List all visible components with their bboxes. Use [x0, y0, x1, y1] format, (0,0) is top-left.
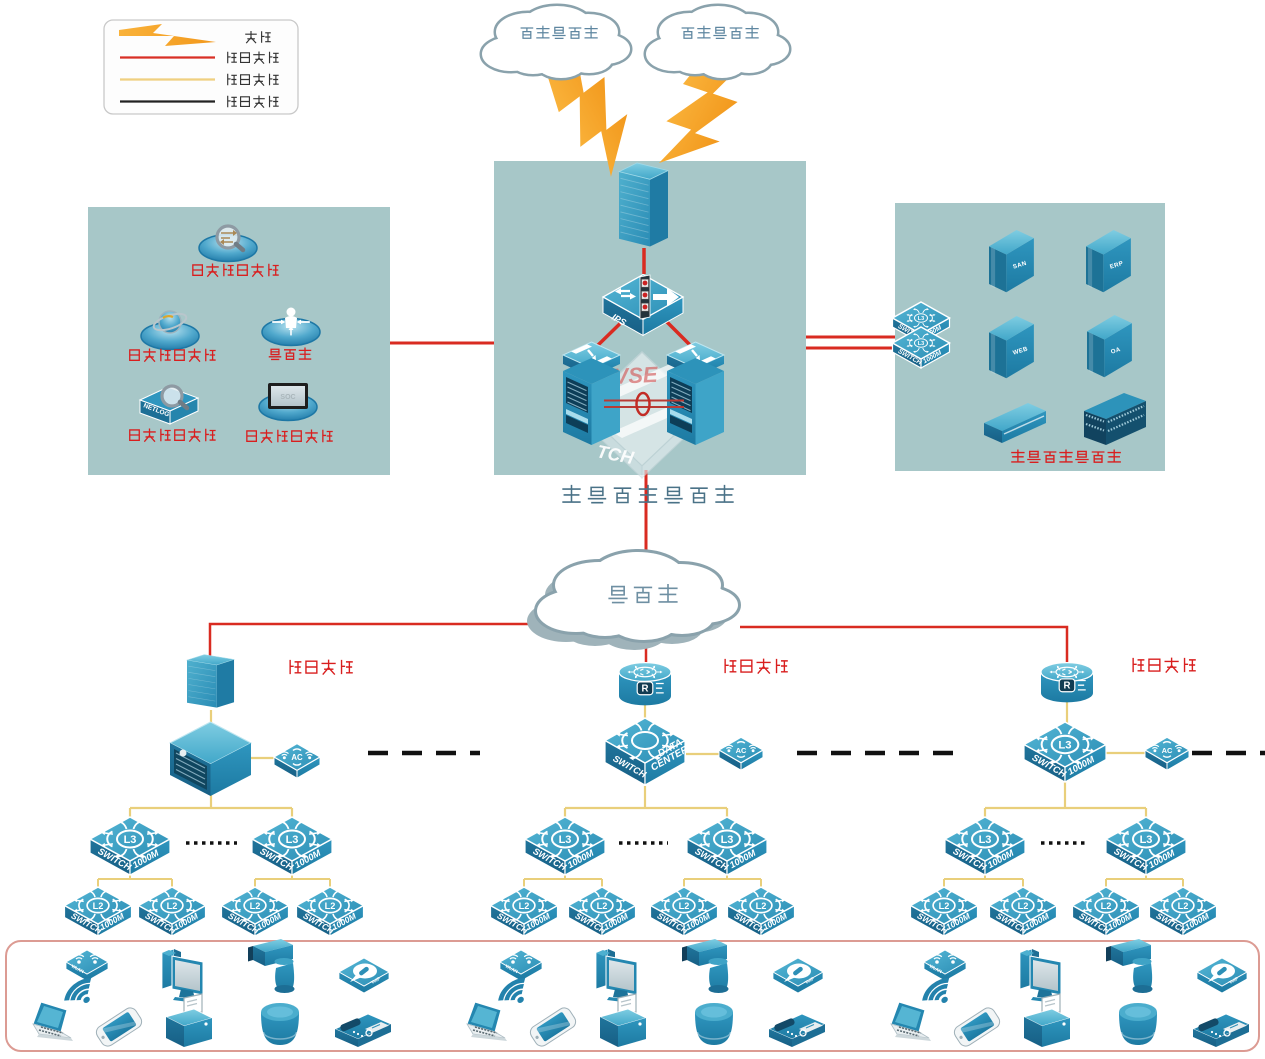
svg-text:L2: L2 — [679, 901, 690, 911]
svg-text:L3: L3 — [721, 834, 734, 846]
svg-text:VoIP: VoIP — [1228, 976, 1239, 985]
svg-text:L2: L2 — [250, 901, 261, 911]
svg-text:VSE: VSE — [613, 362, 660, 389]
svg-text:L3: L3 — [559, 834, 572, 846]
svg-text:L3: L3 — [979, 834, 992, 846]
svg-text:R: R — [642, 683, 649, 694]
svg-text:L3: L3 — [918, 341, 924, 347]
svg-text:L2: L2 — [519, 901, 530, 911]
svg-text:L3: L3 — [1058, 740, 1071, 752]
svg-text:WLAN: WLAN — [505, 963, 519, 974]
svg-text:AC: AC — [736, 746, 747, 755]
svg-text:WLAN: WLAN — [71, 963, 85, 974]
svg-text:L2: L2 — [167, 901, 178, 911]
svg-text:L2: L2 — [939, 901, 950, 911]
svg-text:OA: OA — [1110, 346, 1122, 356]
svg-text:SOC: SOC — [280, 394, 295, 401]
svg-text:L3: L3 — [124, 834, 137, 846]
svg-text:WLAN: WLAN — [929, 963, 943, 974]
svg-text:L2: L2 — [1018, 901, 1029, 911]
svg-text:L2: L2 — [1178, 901, 1189, 911]
svg-text:L2: L2 — [597, 901, 608, 911]
svg-text:VoIP: VoIP — [804, 976, 815, 985]
svg-text:L3: L3 — [286, 834, 299, 846]
svg-text:AC: AC — [1162, 746, 1173, 755]
svg-text:L3: L3 — [1140, 834, 1153, 846]
svg-text:L2: L2 — [93, 901, 104, 911]
svg-text:R: R — [1064, 680, 1071, 691]
svg-text:L3: L3 — [918, 316, 924, 322]
svg-text:VoIP: VoIP — [370, 976, 381, 985]
svg-text:SAN: SAN — [1012, 260, 1028, 271]
svg-text:L2: L2 — [1101, 901, 1112, 911]
svg-text:L2: L2 — [325, 901, 336, 911]
svg-text:WEB: WEB — [1012, 345, 1029, 356]
svg-text:ERP: ERP — [1109, 260, 1124, 271]
svg-text:AC: AC — [291, 753, 303, 762]
svg-text:L2: L2 — [756, 901, 767, 911]
